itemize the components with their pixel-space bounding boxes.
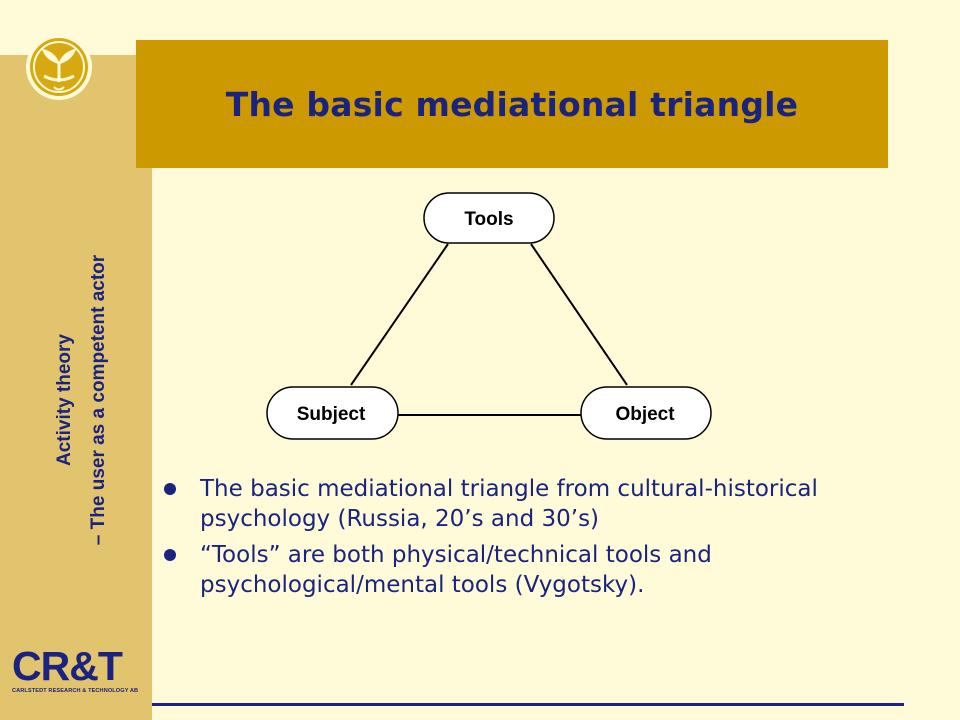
bullet-dot-icon: [164, 483, 176, 495]
edge-tools-subject: [350, 243, 449, 386]
sidebar: [0, 55, 152, 720]
bullet-text: The basic mediational triangle from cult…: [200, 476, 818, 532]
node-tools: Tools: [423, 192, 555, 244]
node-subject: Subject: [266, 386, 399, 440]
company-logo: CR&T CARLSTEDT RESEARCH & TECHNOLOGY AB: [12, 643, 142, 695]
list-item: “Tools” are both physical/technical tool…: [162, 540, 882, 600]
company-logo-name: CR&T: [12, 643, 123, 689]
edge-tools-object: [530, 243, 628, 386]
bullet-dot-icon: [164, 549, 176, 561]
list-item: The basic mediational triangle from cult…: [162, 474, 882, 534]
page-title: The basic mediational triangle: [225, 84, 799, 124]
node-subject-label: Subject: [297, 404, 366, 425]
sprout-circle-icon: [26, 34, 92, 100]
title-bar: The basic mediational triangle: [136, 40, 888, 168]
node-object: Object: [580, 386, 712, 440]
bullet-list: The basic mediational triangle from cult…: [162, 474, 882, 606]
bullet-text: “Tools” are both physical/technical tool…: [200, 542, 712, 598]
company-logo-tagline: CARLSTEDT RESEARCH & TECHNOLOGY AB: [12, 688, 139, 694]
footer-divider: [152, 703, 904, 706]
node-tools-label: Tools: [464, 209, 513, 230]
node-object-label: Object: [615, 404, 675, 425]
